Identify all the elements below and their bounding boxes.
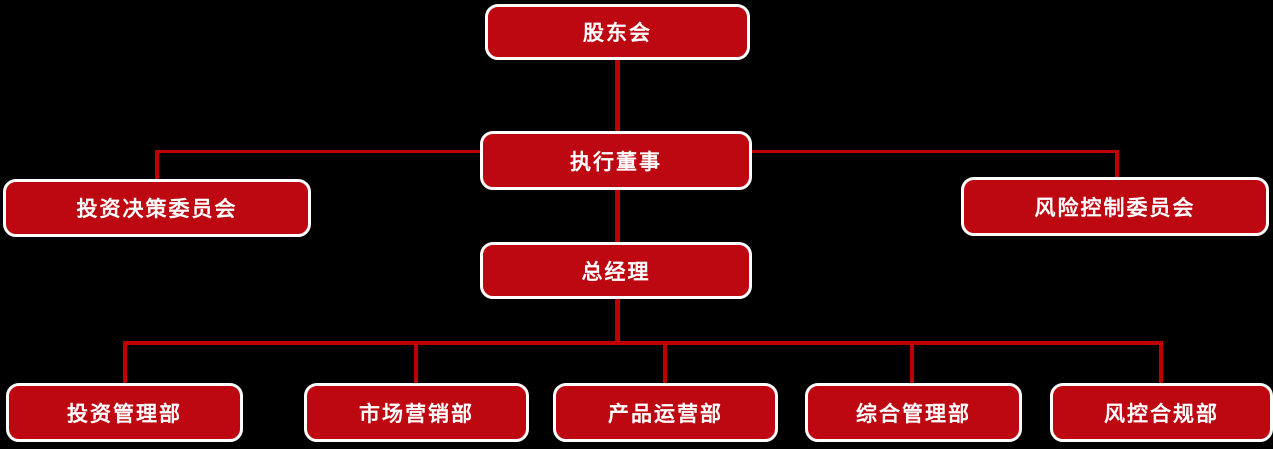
org-node-executive-director: 执行董事: [480, 131, 752, 190]
org-node-dept-product: 产品运营部: [553, 383, 778, 442]
connector-drop-dept-product: [663, 341, 667, 384]
connector-general-manager-dist: [615, 297, 620, 344]
org-node-investment-committee: 投资决策委员会: [3, 179, 311, 237]
connector-exec-invest-committee-h: [155, 150, 481, 153]
org-node-dept-admin: 综合管理部: [805, 383, 1022, 442]
connector-departments-distributor: [123, 341, 1163, 345]
connector-drop-dept-investment: [123, 341, 127, 384]
connector-exec-general-manager: [615, 188, 620, 244]
connector-shareholders-exec: [615, 58, 620, 134]
connector-drop-dept-compliance: [1159, 341, 1163, 384]
org-node-dept-marketing: 市场营销部: [304, 383, 529, 442]
connector-exec-risk-committee-v: [1115, 150, 1119, 179]
org-node-general-manager: 总经理: [480, 242, 752, 299]
org-node-dept-compliance: 风控合规部: [1050, 383, 1273, 442]
org-node-dept-investment: 投资管理部: [6, 383, 243, 442]
connector-exec-risk-committee-h: [751, 150, 1119, 153]
org-node-risk-committee: 风险控制委员会: [961, 177, 1269, 236]
connector-drop-dept-admin: [910, 341, 914, 384]
org-node-shareholders: 股东会: [485, 4, 750, 60]
connector-exec-invest-committee-v: [155, 150, 159, 181]
connector-drop-dept-marketing: [414, 341, 418, 384]
